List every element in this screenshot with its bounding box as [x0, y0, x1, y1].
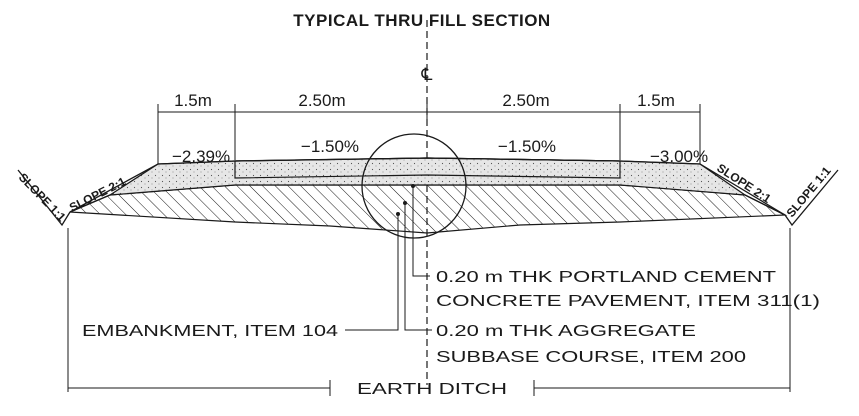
embankment-fill: [69, 184, 788, 234]
dimension-line: [157, 104, 701, 168]
pavement-leader: [412, 186, 430, 277]
side-slope-left-outer: SLOPE 1:1: [16, 170, 69, 224]
ditch-dimension: [67, 228, 791, 396]
slope-right-lane: −1.50%: [498, 137, 556, 156]
dim-right-shoulder: 1.5m: [637, 91, 675, 110]
callout-pavement-line1: 0.20 m THK PORTLAND CEMENT: [436, 269, 776, 286]
right-ditch: [784, 169, 839, 227]
embankment-leader: [345, 214, 399, 331]
callout-subbase-line2: SUBBASE COURSE, ITEM 200: [436, 349, 746, 366]
callout-pavement-line2: CONCRETE PAVEMENT, ITEM 311(1): [436, 293, 820, 310]
dim-right-lane: 2.50m: [502, 91, 549, 110]
ditch-label: EARTH DITCH: [357, 381, 507, 398]
callout-subbase-line1: 0.20 m THK AGGREGATE: [436, 323, 696, 340]
subbase-leader: [404, 203, 432, 331]
side-slope-right-outer: SLOPE 1:1: [784, 164, 834, 220]
section-title: TYPICAL THRU FILL SECTION: [293, 11, 550, 30]
dim-left-lane: 2.50m: [298, 91, 345, 110]
road-surface: [69, 157, 786, 216]
right-slope-inner: [744, 194, 786, 216]
slope-right-shoulder: −3.00%: [650, 147, 708, 166]
left-ditch: [17, 169, 71, 227]
callout-embankment: EMBANKMENT, ITEM 104: [82, 323, 338, 340]
centerline-symbol: ℄: [421, 65, 433, 84]
left-slope-inner: [69, 194, 111, 213]
slope-left-lane: −1.50%: [301, 137, 359, 156]
dim-left-shoulder: 1.5m: [174, 91, 212, 110]
detail-circle: [361, 133, 467, 239]
